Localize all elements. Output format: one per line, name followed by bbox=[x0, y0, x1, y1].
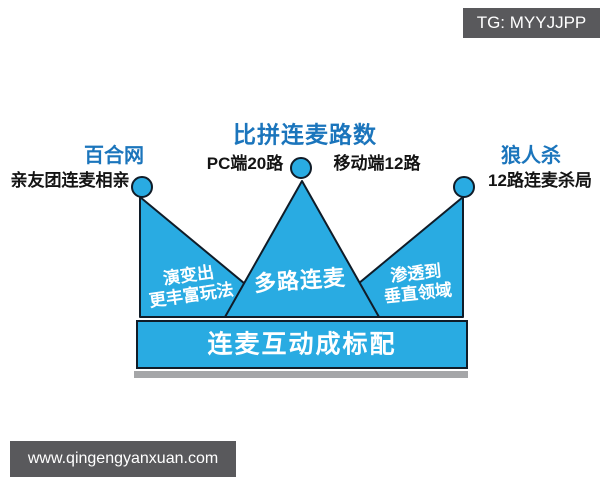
node-circle-right bbox=[453, 176, 475, 198]
crown-right-label: 渗透到 垂直领域 bbox=[381, 261, 453, 308]
left-annotation-subtitle: 亲友团连麦相亲 bbox=[10, 170, 130, 190]
website-badge: www.qingengyanxuan.com bbox=[10, 441, 236, 477]
crown-center-peak bbox=[224, 180, 380, 318]
crown-shadow-bar bbox=[134, 371, 468, 378]
telegram-badge-text: TG: MYYJJPP bbox=[476, 13, 587, 32]
diagram-title: 比拼连麦路数 bbox=[233, 121, 377, 148]
crown-base-label: 连麦互动成标配 bbox=[207, 330, 397, 359]
node-circle-center bbox=[290, 157, 312, 179]
crown-base-band bbox=[136, 320, 468, 369]
right-annotation-title: 狼人杀 bbox=[501, 145, 561, 168]
telegram-badge: TG: MYYJJPP bbox=[463, 8, 600, 38]
website-badge-text: www.qingengyanxuan.com bbox=[27, 450, 219, 467]
node-circle-left bbox=[131, 176, 153, 198]
right-annotation-subtitle: 12路连麦杀局 bbox=[488, 170, 592, 190]
pc-stat-label: PC端20路 bbox=[206, 153, 284, 173]
mobile-stat-label: 移动端12路 bbox=[333, 153, 421, 173]
left-annotation-title: 百合网 bbox=[84, 145, 144, 168]
